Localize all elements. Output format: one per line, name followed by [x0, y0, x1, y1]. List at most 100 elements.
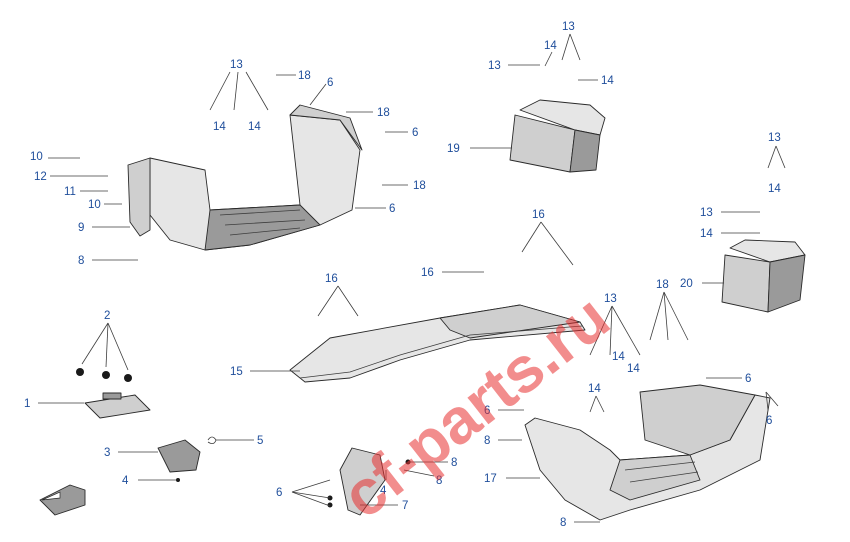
callout: 6 — [309, 77, 333, 106]
callout-label: 14 — [700, 228, 713, 240]
callout-label: 8 — [484, 435, 490, 447]
callout-label: 8 — [560, 517, 566, 529]
callout-label: 13 — [604, 293, 617, 305]
callout: 8 — [403, 469, 442, 487]
front-direction-arrow-icon — [39, 484, 86, 516]
callout-label: 8 — [78, 255, 84, 267]
callout: 16 — [521, 209, 574, 266]
callout-label: 10 — [88, 199, 101, 211]
floor-panel-drawing — [289, 304, 586, 383]
callout-label: 16 — [532, 209, 545, 221]
callout-label: 13 — [700, 207, 713, 219]
callout-label: 6 — [745, 373, 751, 385]
front-right-footwell-drawing — [524, 384, 771, 521]
callout: 14 — [768, 183, 781, 195]
callout: 17 — [484, 473, 540, 485]
callout: 20 — [680, 278, 724, 290]
callout-label: 10 — [30, 151, 43, 163]
callout: 14 — [612, 351, 625, 363]
callout: 1 — [24, 398, 84, 410]
callout: 13 — [488, 60, 540, 72]
callout-label: 20 — [680, 278, 693, 290]
callout-label: 7 — [402, 500, 408, 512]
callout: 7 — [360, 500, 408, 512]
callout: 8 — [560, 517, 600, 529]
front-left-footwell-drawing — [127, 104, 363, 251]
callout-label: 16 — [325, 273, 338, 285]
callout-label: 14 — [544, 40, 557, 52]
callout-label: 6 — [327, 77, 333, 89]
callout: 11 — [64, 186, 108, 198]
callout: 14 — [588, 383, 605, 413]
callout-label: 5 — [257, 435, 263, 447]
small-clip-set-drawing — [157, 436, 217, 482]
callout: 14 — [700, 228, 760, 240]
callout: 8 — [408, 457, 457, 469]
callout-label: 14 — [588, 383, 601, 395]
callout-label: 6 — [484, 405, 490, 417]
callout-layer: 13 18 6 14 14 18 6 10 12 11 10 18 9 6 8 … — [24, 21, 786, 529]
callout-label: 18 — [656, 279, 669, 291]
callout: 6 — [355, 203, 395, 215]
callout: 10 — [30, 151, 80, 163]
callout: 2 — [81, 310, 129, 371]
callout: 13 — [561, 21, 581, 61]
callout-label: 18 — [413, 180, 426, 192]
callout: 18 — [649, 279, 689, 341]
callout: 15 — [230, 366, 300, 378]
callout: 6 — [706, 373, 751, 385]
callout: 4 — [122, 475, 176, 487]
callout: 4 — [380, 470, 387, 497]
callout-label: 13 — [768, 132, 781, 144]
callout-label: 8 — [451, 457, 457, 469]
callout: 14 — [578, 75, 614, 87]
callout: 6 — [276, 479, 331, 507]
callout: 13 — [700, 207, 760, 219]
callout-label: 2 — [104, 310, 110, 322]
callout: 14 — [213, 121, 226, 133]
callout: 16 — [317, 273, 359, 317]
callout-label: 14 — [768, 183, 781, 195]
callout-label: 13 — [488, 60, 501, 72]
callout-label: 6 — [276, 487, 282, 499]
callout-label: 18 — [377, 107, 390, 119]
callout: 16 — [421, 267, 484, 279]
callout-label: 16 — [421, 267, 434, 279]
callout-label: 4 — [380, 485, 387, 497]
callout: 14 — [544, 40, 557, 67]
callout: 14 — [248, 121, 261, 133]
callout-label: 6 — [766, 415, 772, 427]
callout: 8 — [78, 255, 138, 267]
callout-label: 12 — [34, 171, 47, 183]
callout-label: 15 — [230, 366, 243, 378]
callout-label: 19 — [447, 143, 460, 155]
callout: 18 — [276, 70, 311, 82]
callout: 13 — [767, 132, 786, 169]
callout: 6 — [484, 405, 524, 417]
callout-label: 14 — [248, 121, 261, 133]
rear-console-drawing — [721, 239, 806, 313]
callout-label: 13 — [230, 59, 243, 71]
callout-label: 8 — [436, 475, 442, 487]
callout-label: 3 — [104, 447, 110, 459]
callout: 10 — [88, 199, 122, 211]
callout: 18 — [346, 107, 390, 119]
callout-label: 4 — [122, 475, 129, 487]
callout-label: 14 — [213, 121, 226, 133]
callout: 5 — [216, 435, 263, 447]
callout-label: 6 — [389, 203, 395, 215]
callout: 13 — [589, 293, 641, 356]
callout: 12 — [34, 171, 108, 183]
callout: 9 — [78, 222, 130, 234]
callout-label: 13 — [562, 21, 575, 33]
callout: 14 — [627, 363, 640, 375]
callout: 8 — [484, 435, 522, 447]
callout: 6 — [765, 391, 779, 427]
callout-label: 1 — [24, 398, 30, 410]
callout-label: 18 — [298, 70, 311, 82]
callout: 19 — [447, 143, 512, 155]
callout-label: 14 — [612, 351, 625, 363]
center-console-top-drawing — [509, 99, 606, 173]
